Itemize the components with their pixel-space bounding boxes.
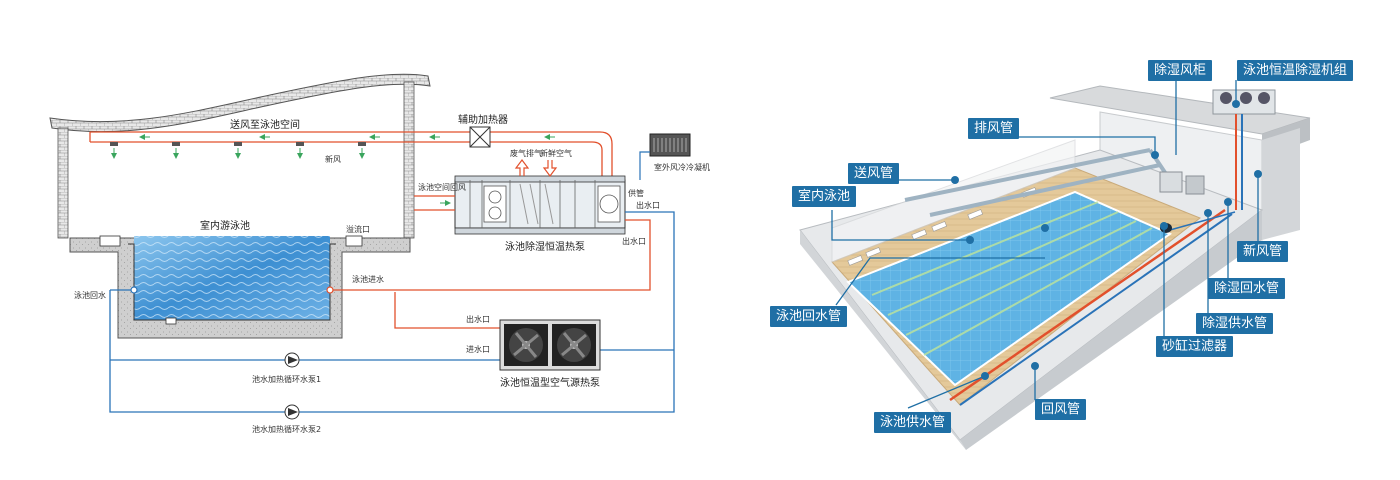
tag-supply-duct: 送风管 xyxy=(848,163,900,184)
diffusers xyxy=(110,142,366,146)
return-air-label: 泳池空间回风 xyxy=(418,182,466,192)
dehum-cabinet-3d xyxy=(1159,171,1205,195)
dehum-unit xyxy=(454,175,626,235)
dehum-pipes-3d xyxy=(1169,211,1236,231)
left-wall xyxy=(57,127,69,239)
water-out3-label: 出水口 xyxy=(466,314,490,324)
roof xyxy=(49,73,431,133)
tag-pool-supply-pipe: 泳池供水管 xyxy=(874,412,952,433)
pool-inlet-label: 泳池进水 xyxy=(352,274,384,284)
supply-duct xyxy=(89,131,613,190)
exhaust-arrows xyxy=(514,159,558,177)
tag-fresh-duct: 新风管 xyxy=(1237,241,1289,262)
aux-heater-label: 辅助加热器 xyxy=(458,113,508,126)
fresh-air2-label: 新鲜空气 xyxy=(540,148,572,158)
pool-supply-pipe-3d xyxy=(949,208,1226,402)
dehum-unit-label: 泳池除湿恒温热泵 xyxy=(505,240,585,253)
schematic-diagram: 送风至泳池空间 新风 辅助加热器 室外风冷冷凝机 泳池除湿恒温热泵 xyxy=(49,73,710,434)
supply-pipe-label: 供管 xyxy=(628,188,644,198)
tag-indoor-pool: 室内泳池 xyxy=(792,186,857,207)
pump2-label: 池水加热循环水泵2 xyxy=(252,424,321,434)
water-out1-label: 出水口 xyxy=(636,200,660,210)
tag-exhaust-duct: 排风管 xyxy=(968,118,1020,139)
pool-return-pipe-3d xyxy=(959,213,1233,406)
tag-pool-return-pipe: 泳池回水管 xyxy=(770,306,848,327)
render-3d xyxy=(799,80,1311,450)
condenser-label: 室外风冷冷凝机 xyxy=(654,162,710,172)
return-air-duct xyxy=(414,195,455,211)
water-in-label: 进水口 xyxy=(466,344,490,354)
pool-inlet-node xyxy=(326,286,334,294)
aux-heater-cross xyxy=(469,126,491,148)
overflow-label: 溢流口 xyxy=(346,224,370,234)
tag-dehum-unit: 泳池恒温除湿机组 xyxy=(1237,60,1354,81)
water-out2-label: 出水口 xyxy=(622,236,646,246)
condenser-pipe xyxy=(639,151,650,180)
hot-water-pipes xyxy=(330,219,651,329)
pool-3d xyxy=(846,190,1173,387)
right-wall xyxy=(403,81,415,239)
supply-air-label: 送风至泳池空间 xyxy=(230,118,300,131)
pool-basin xyxy=(69,235,411,339)
pump-1 xyxy=(284,352,300,368)
lane-lines xyxy=(871,201,1153,356)
air-hp-label: 泳池恒温型空气源热泵 xyxy=(500,376,600,389)
rooftop-unit xyxy=(1212,89,1276,115)
tag-return-duct: 回风管 xyxy=(1035,399,1087,420)
outdoor-condenser xyxy=(649,133,691,157)
tag-dehum-return: 除湿回水管 xyxy=(1208,278,1286,299)
diffuser-arrows xyxy=(111,148,365,159)
pump1-label: 池水加热循环水泵1 xyxy=(252,374,321,384)
pump-2 xyxy=(284,404,300,420)
tag-sand-filter: 砂缸过滤器 xyxy=(1156,336,1234,357)
tag-dehum-cabinet: 除湿风柜 xyxy=(1148,60,1213,81)
air-source-heat-pump xyxy=(499,319,601,371)
tag-dehum-supply: 除湿供水管 xyxy=(1196,313,1274,334)
exhaust-air-label: 废气排气 xyxy=(510,148,542,158)
pool-room-label: 室内游泳池 xyxy=(200,219,250,232)
pool-return-label: 泳池回水 xyxy=(74,290,106,300)
fresh-air-label: 新风 xyxy=(325,154,341,164)
leader-dots xyxy=(951,100,1262,380)
pool-return-node xyxy=(130,286,138,294)
